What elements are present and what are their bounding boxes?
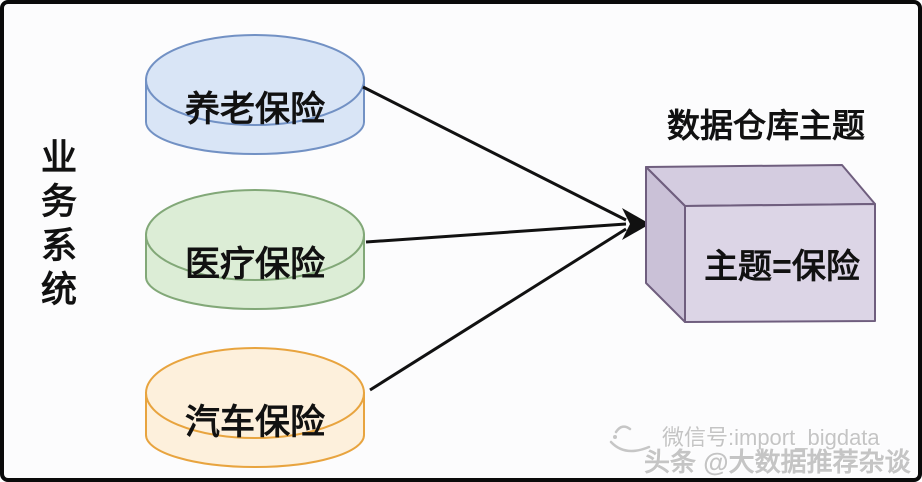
- cylinder-top: [145, 189, 365, 281]
- cylinder-top: [145, 347, 365, 439]
- watermark-line1: 微信号:import_bigdata: [662, 425, 880, 450]
- warehouse-box: 主题=保险: [645, 164, 876, 323]
- cylinder-medical-insurance: 医疗保险: [145, 189, 365, 310]
- flow-arrows: [362, 85, 650, 392]
- arrow-line-pension: [362, 85, 627, 222]
- watermark-line2: 头条 @大数据推荐杂谈: [644, 447, 911, 477]
- warehouse-box-label: 主题=保险: [704, 247, 861, 286]
- cylinder-medical-label: 医疗保险: [185, 245, 326, 284]
- diagram-canvas: 养老保险 医疗保险 汽车保险 主题=保险 数据仓库主: [145, 34, 876, 468]
- cylinder-car-label: 汽车保险: [185, 403, 326, 442]
- watermark-logo-icon: [609, 425, 651, 453]
- arrow-line-car: [369, 227, 627, 392]
- warehouse-box-front-face: [684, 203, 876, 323]
- warehouse-box-top-face: [645, 164, 876, 207]
- cylinder-top: [145, 34, 365, 126]
- cylinder-pension-insurance: 养老保险: [145, 34, 365, 155]
- cylinder-car-insurance: 汽车保险: [145, 347, 365, 468]
- business-system-vertical-label: 业务系统: [36, 138, 77, 314]
- cylinder-pension-label: 养老保险: [185, 90, 326, 129]
- warehouse-title: 数据仓库主题: [667, 107, 865, 144]
- arrow-line-medical: [365, 222, 627, 244]
- arrowhead-icon: [622, 208, 650, 240]
